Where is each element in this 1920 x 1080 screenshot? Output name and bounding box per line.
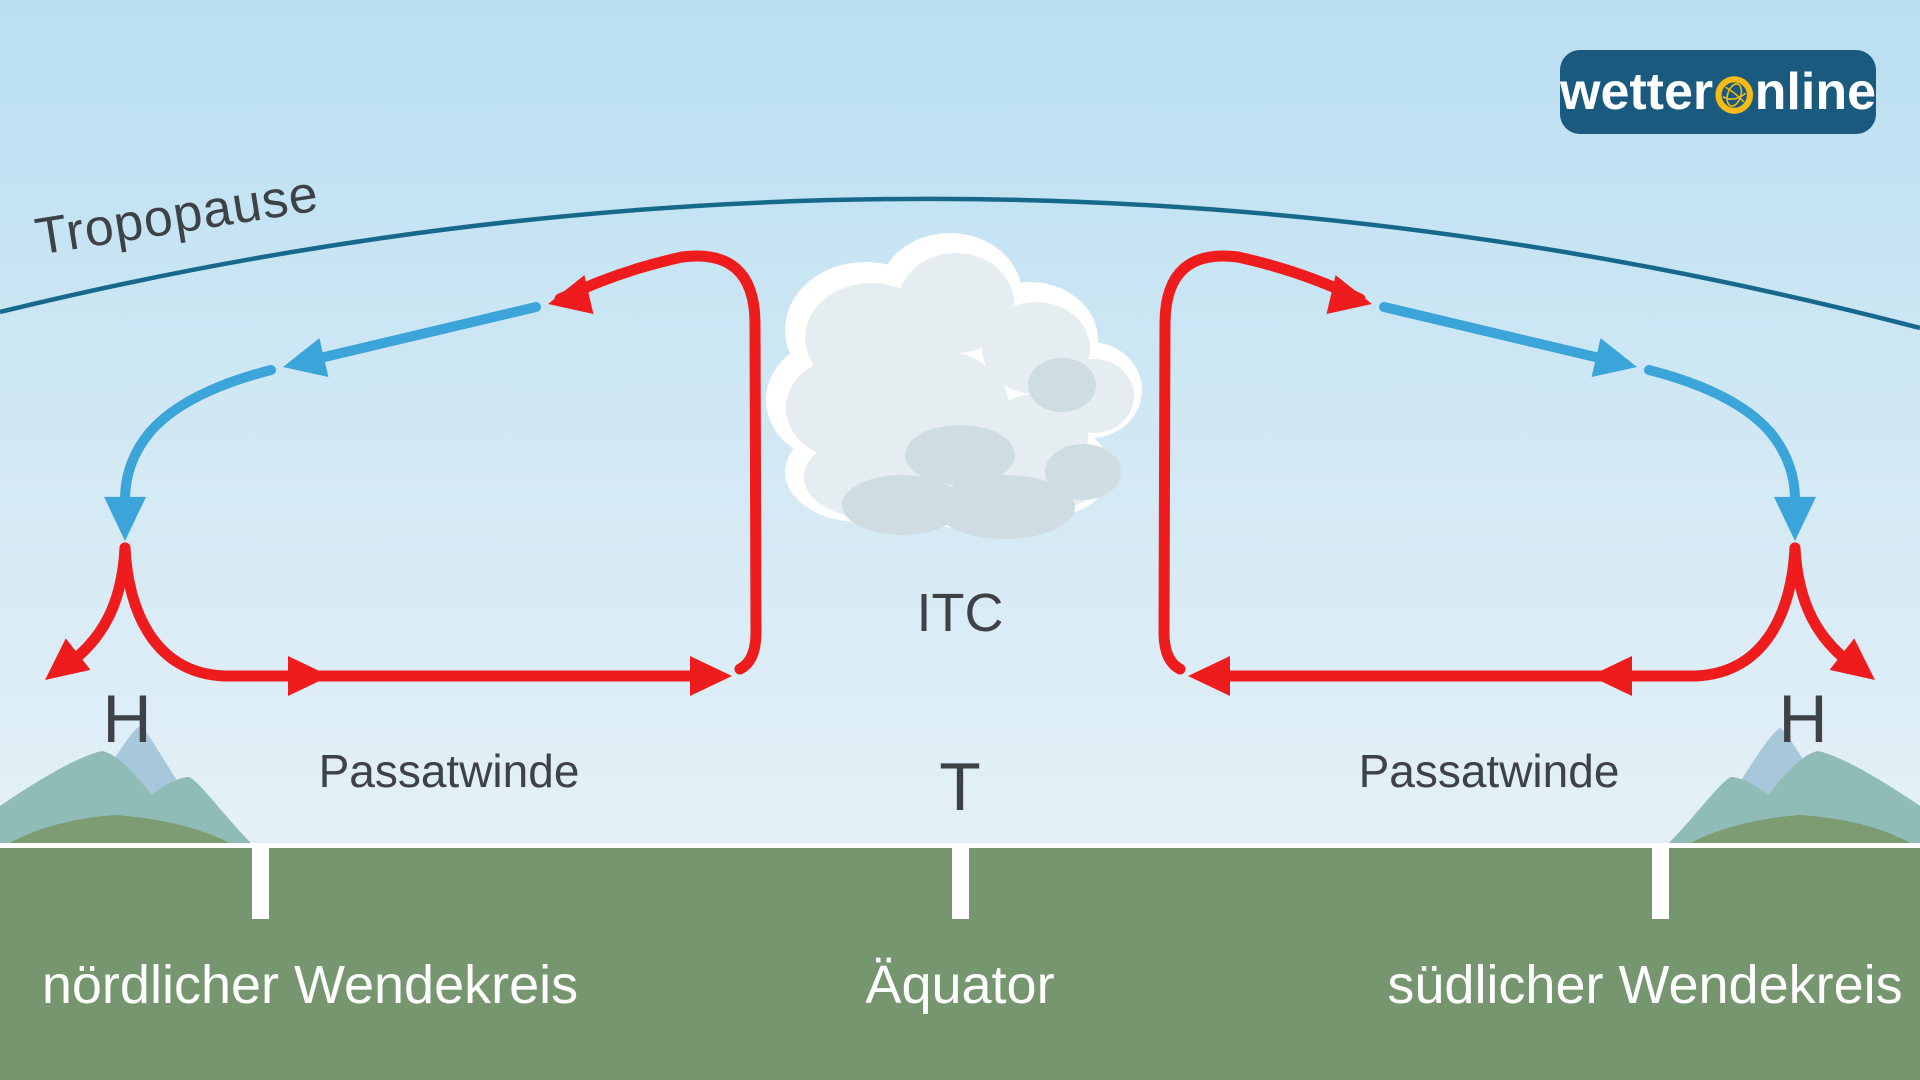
cold-flow-north [290,302,541,369]
cold-descent-north [120,365,276,521]
circulation-cell-north [32,250,762,696]
circulation-cell-south [1158,250,1888,696]
low-pressure-label: T [939,749,981,825]
globe-o-icon [1715,76,1754,114]
high-pressure-label-south: H [1778,681,1828,757]
trade-wind-flow-north [119,542,724,682]
wetteronline-logo: wetter nline [1560,50,1876,134]
trade-winds-label-north: Passatwinde [318,745,580,797]
equator-label: Äquator [865,955,1055,1015]
mountain-south [1668,728,1920,844]
logo-text-suffix: nline [1754,63,1876,121]
trade-winds-label-south: Passatwinde [1358,745,1620,797]
itc-label: ITC [916,583,1004,643]
cold-flow-south [1379,302,1630,369]
tick-equator [952,843,969,919]
logo-text-prefix: wetter [1560,63,1714,121]
cloud-illustration [766,233,1142,539]
trade-wind-flow-south [1196,542,1801,682]
warm-ascent-north [554,250,762,675]
high-pressure-label-north: H [102,681,152,757]
cold-descent-south [1644,365,1800,521]
warm-ascent-south [1158,250,1366,675]
mountain-north [0,726,252,844]
tick-tropic-south [1652,843,1669,919]
tropopause-line [0,196,1920,331]
tick-tropic-north [252,843,269,919]
tropic-of-capricorn-label: südlicher Wendekreis [1387,955,1903,1015]
tropic-of-cancer-label: nördlicher Wendekreis [41,955,579,1015]
